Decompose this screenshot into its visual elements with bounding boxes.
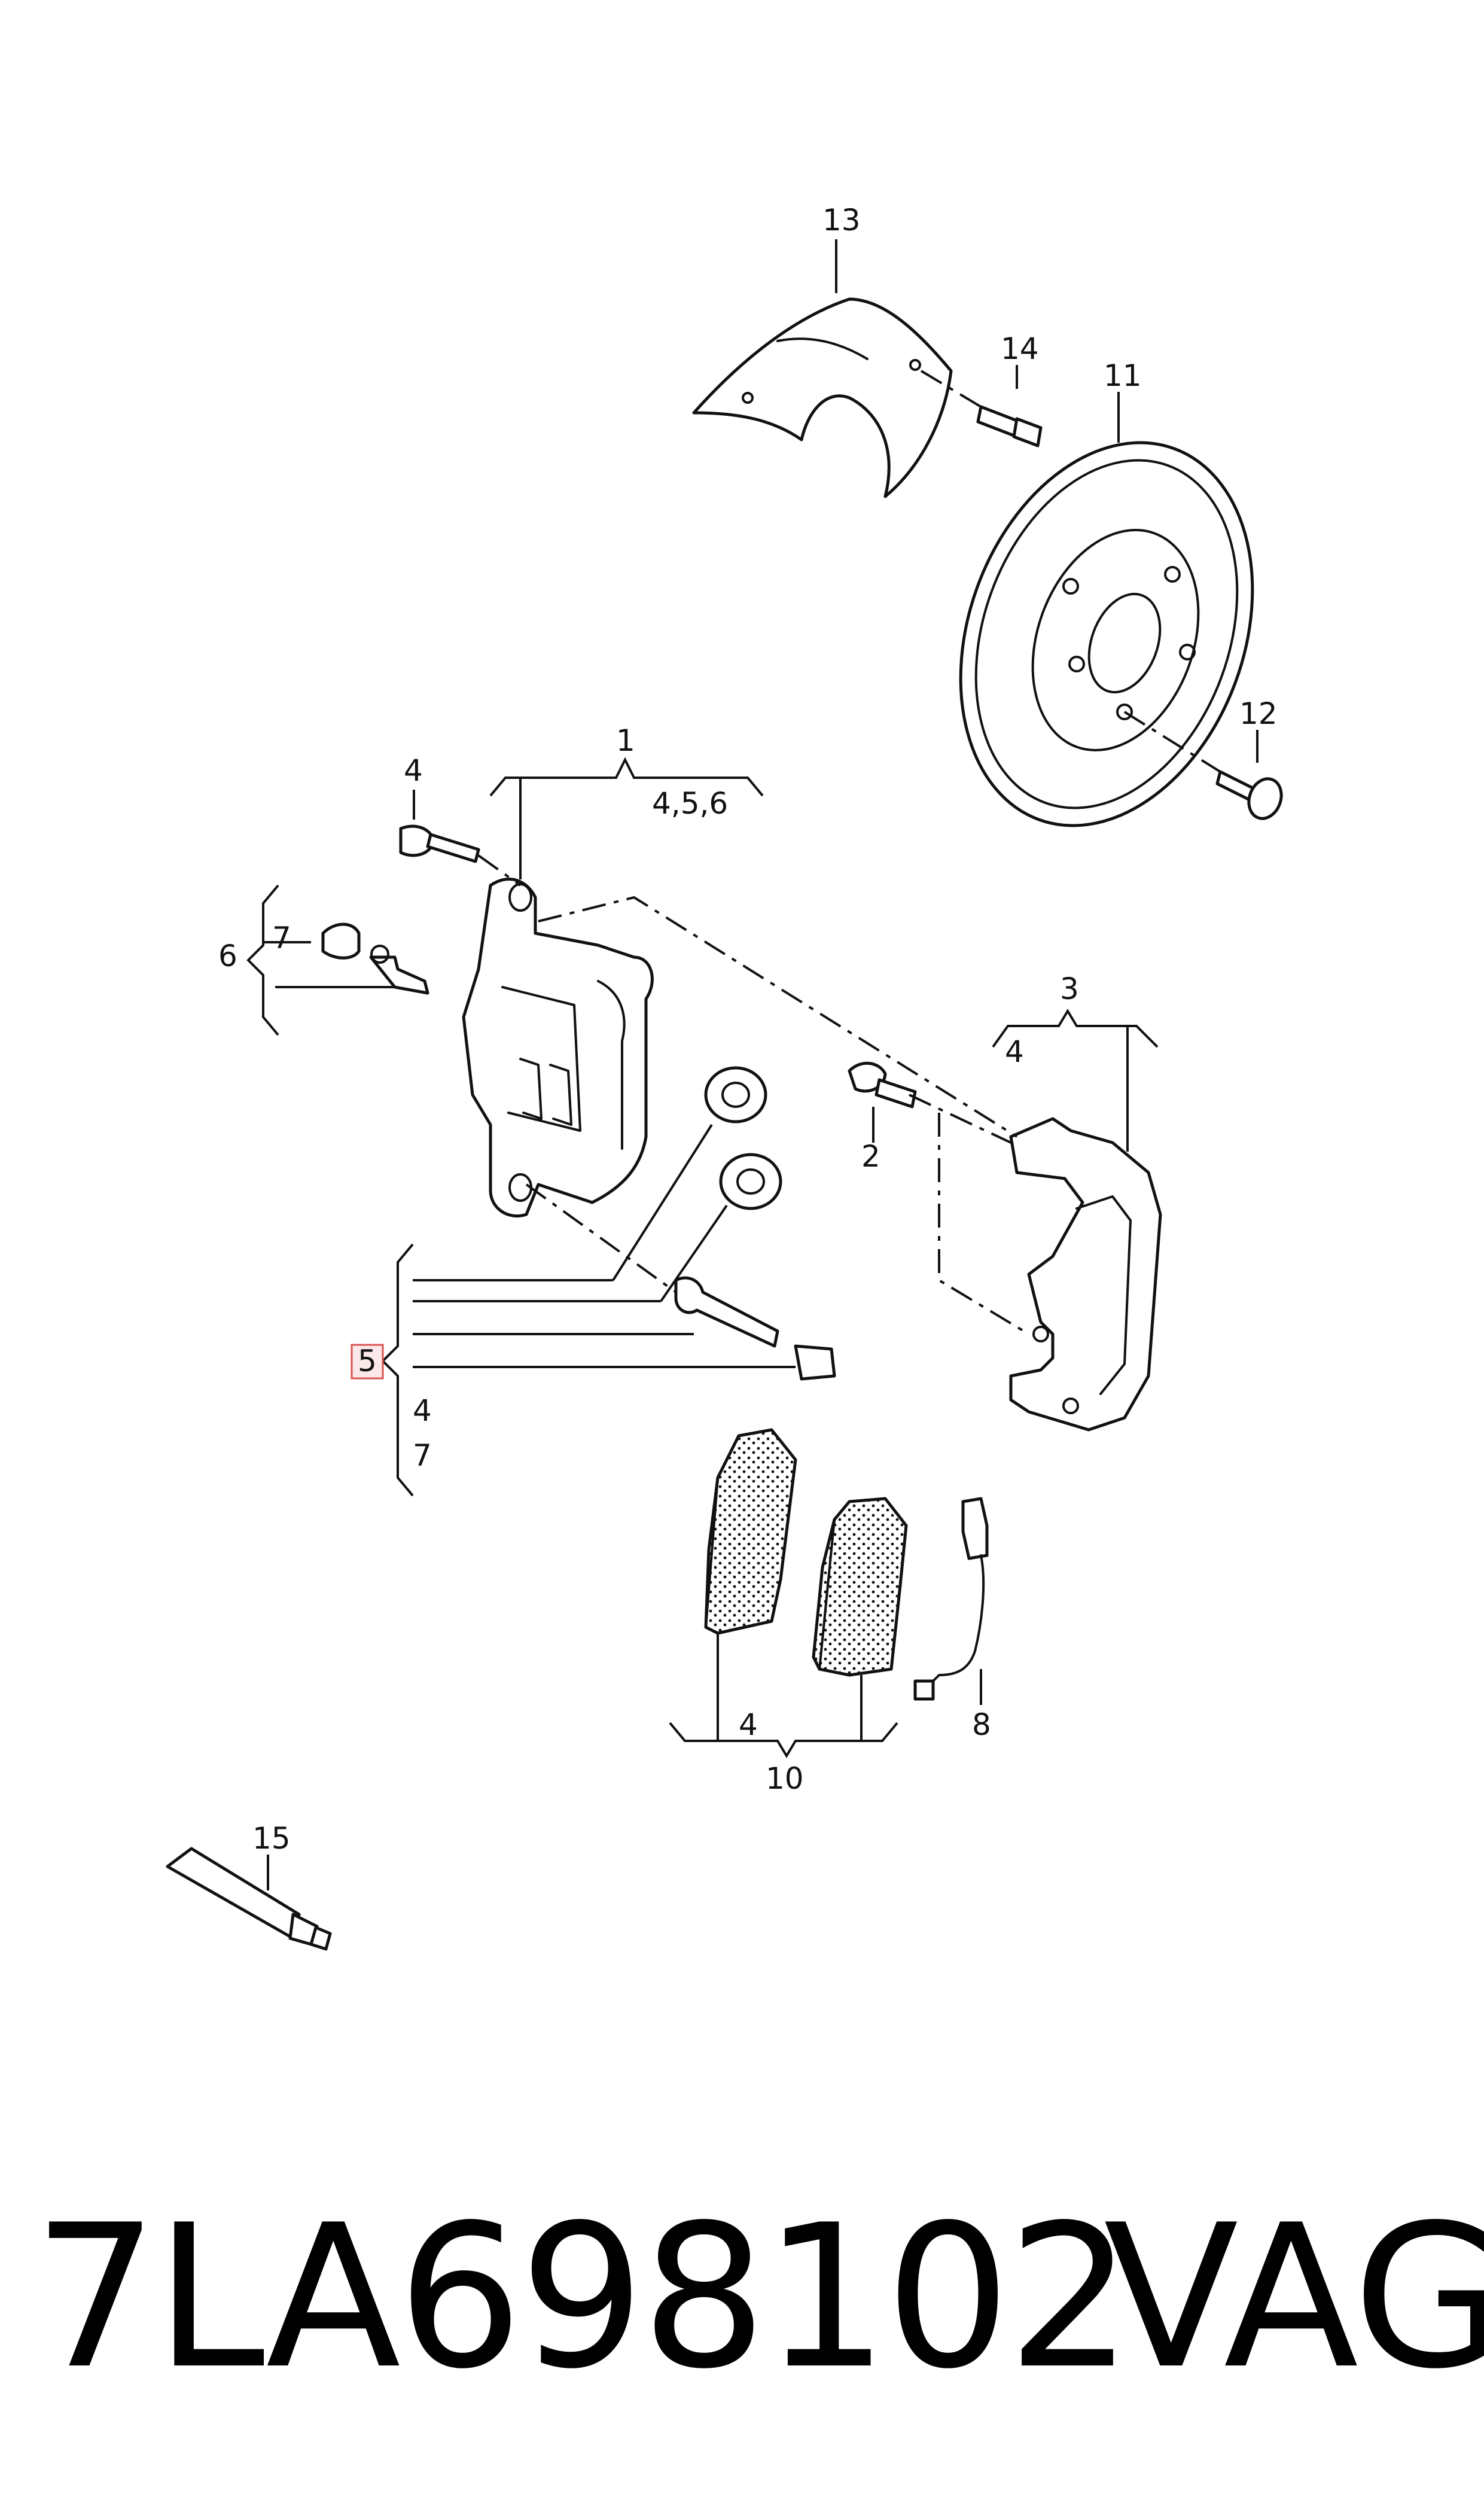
callout-4-bolt: 4 xyxy=(404,753,423,788)
callout-1-sub: 4,5,6 xyxy=(652,786,728,821)
grease-tube-part xyxy=(166,1847,332,1951)
pad-set-bracket xyxy=(669,1633,898,1758)
callout-5-sub-7: 7 xyxy=(413,1438,432,1473)
kit-5-bracket xyxy=(351,1123,796,1497)
bolt-14-part xyxy=(920,365,1043,447)
wear-sensor-part xyxy=(913,1497,989,1705)
callout-11: 11 xyxy=(1104,358,1142,393)
callout-12: 12 xyxy=(1239,696,1278,731)
caliper-carrier-part xyxy=(1009,1117,1162,1432)
screw-12-part xyxy=(1123,711,1283,820)
splash-shield-part xyxy=(692,239,953,498)
bleeder-group-brace xyxy=(246,884,429,1036)
callout-8: 8 xyxy=(972,1707,991,1742)
callout-7-cap: 7 xyxy=(272,921,291,955)
parts-diagram: 13 14 11 12 1 4,5,6 xyxy=(166,203,1283,1951)
brand-name: VAG xyxy=(1104,2182,1484,2412)
footer: 7LA698102 VAG xyxy=(0,2178,1484,2477)
callout-2: 2 xyxy=(861,1139,880,1174)
seal-ring-lower xyxy=(719,1153,782,1210)
callout-10: 10 xyxy=(766,1761,804,1796)
callout-5: 5 xyxy=(358,1344,377,1378)
callout-10-sub: 4 xyxy=(739,1707,758,1742)
callout-6: 6 xyxy=(218,939,237,973)
bolt-4-part xyxy=(399,790,522,887)
callout-13: 13 xyxy=(822,203,861,238)
caliper-group-bracket xyxy=(489,757,764,879)
callout-5-sub-4: 4 xyxy=(413,1393,432,1428)
seal-ring-upper xyxy=(704,1066,767,1123)
part-number: 7LA698102 xyxy=(33,2182,1133,2412)
callout-14: 14 xyxy=(1001,331,1039,366)
callout-1: 1 xyxy=(616,723,635,758)
brake-caliper-part xyxy=(462,878,654,1218)
guide-pin-part xyxy=(674,1276,836,1381)
callout-3: 3 xyxy=(1060,972,1079,1006)
brake-pad-outer xyxy=(704,1428,797,1635)
guide-bolt-2-part xyxy=(848,1061,917,1143)
callout-3-sub: 4 xyxy=(1005,1034,1024,1069)
carrier-group-bracket xyxy=(992,1009,1159,1152)
callout-15: 15 xyxy=(252,1821,291,1856)
brake-pad-inner xyxy=(812,1497,908,1677)
brake-disc-part xyxy=(959,392,1254,827)
alignment-lines xyxy=(525,896,1030,1335)
